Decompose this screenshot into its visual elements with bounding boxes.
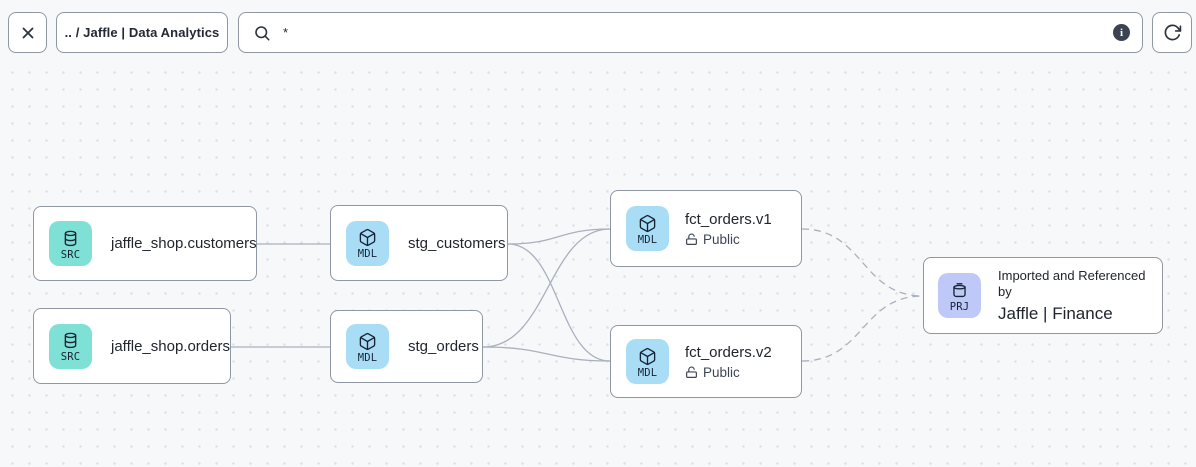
- project-icon: PRJ: [938, 273, 981, 318]
- node-stg-orders[interactable]: MDL stg_orders: [330, 310, 483, 383]
- unlock-icon: [686, 233, 697, 245]
- node-title: fct_orders.v1: [685, 211, 772, 228]
- node-stg-customers[interactable]: MDL stg_customers: [330, 205, 508, 281]
- cube-icon: [639, 214, 656, 232]
- node-title: fct_orders.v2: [685, 344, 772, 361]
- access-label: Public: [703, 232, 740, 247]
- database-icon: [64, 230, 77, 246]
- cube-icon: [359, 228, 376, 247]
- node-text: fct_orders.v2 Public: [685, 343, 772, 380]
- close-icon: [22, 27, 33, 38]
- node-fct-orders-v2[interactable]: MDL fct_orders.v2 Public: [610, 325, 802, 398]
- model-icon: MDL: [346, 220, 389, 266]
- node-title: jaffle_shop.customers: [111, 235, 257, 252]
- search-bar[interactable]: i: [238, 12, 1143, 53]
- node-title: stg_orders: [408, 338, 479, 355]
- database-icon: [64, 332, 77, 349]
- model-icon: MDL: [346, 324, 389, 369]
- search-icon: [255, 25, 270, 41]
- cube-icon: [359, 332, 376, 350]
- archive-jar-icon: [953, 282, 966, 297]
- access-label: Public: [703, 365, 740, 380]
- node-title: stg_customers: [408, 234, 506, 252]
- icon-label: SRC: [60, 248, 81, 261]
- refresh-button[interactable]: [1152, 12, 1192, 53]
- icon-label: MDL: [357, 248, 378, 260]
- unlock-icon: [686, 366, 697, 378]
- source-icon: SRC: [49, 221, 92, 266]
- model-icon: MDL: [626, 206, 669, 251]
- icon-label: MDL: [357, 351, 378, 364]
- info-icon[interactable]: i: [1113, 24, 1130, 41]
- icon-label: SRC: [60, 351, 81, 363]
- access-row: Public: [685, 365, 772, 380]
- node-text: fct_orders.v1 Public: [685, 210, 772, 247]
- node-jaffle-shop-orders[interactable]: SRC jaffle_shop.orders: [33, 308, 231, 384]
- search-input[interactable]: [281, 24, 1103, 41]
- icon-label: PRJ: [949, 300, 970, 313]
- close-button[interactable]: [8, 12, 47, 53]
- node-jaffle-shop-customers[interactable]: SRC jaffle_shop.customers: [33, 206, 257, 281]
- access-row: Public: [685, 232, 772, 247]
- cube-icon: [639, 347, 656, 365]
- node-title: jaffle_shop.orders: [111, 337, 230, 355]
- node-fct-orders-v1[interactable]: MDL fct_orders.v1 Public: [610, 190, 802, 267]
- node-subtitle: Imported and Referenced by: [998, 267, 1146, 299]
- breadcrumb-label: .. / Jaffle | Data Analytics: [64, 25, 220, 40]
- icon-label: MDL: [637, 366, 658, 379]
- model-icon: MDL: [626, 339, 669, 384]
- node-project-jaffle-finance[interactable]: PRJ Imported and Referenced by Jaffle | …: [923, 257, 1163, 334]
- refresh-icon: [1164, 24, 1181, 41]
- source-icon: SRC: [49, 323, 92, 369]
- node-title: Jaffle | Finance: [998, 303, 1113, 323]
- node-text: Imported and Referenced by Jaffle | Fina…: [998, 268, 1162, 324]
- icon-label: MDL: [637, 233, 658, 246]
- breadcrumb[interactable]: .. / Jaffle | Data Analytics: [56, 12, 228, 53]
